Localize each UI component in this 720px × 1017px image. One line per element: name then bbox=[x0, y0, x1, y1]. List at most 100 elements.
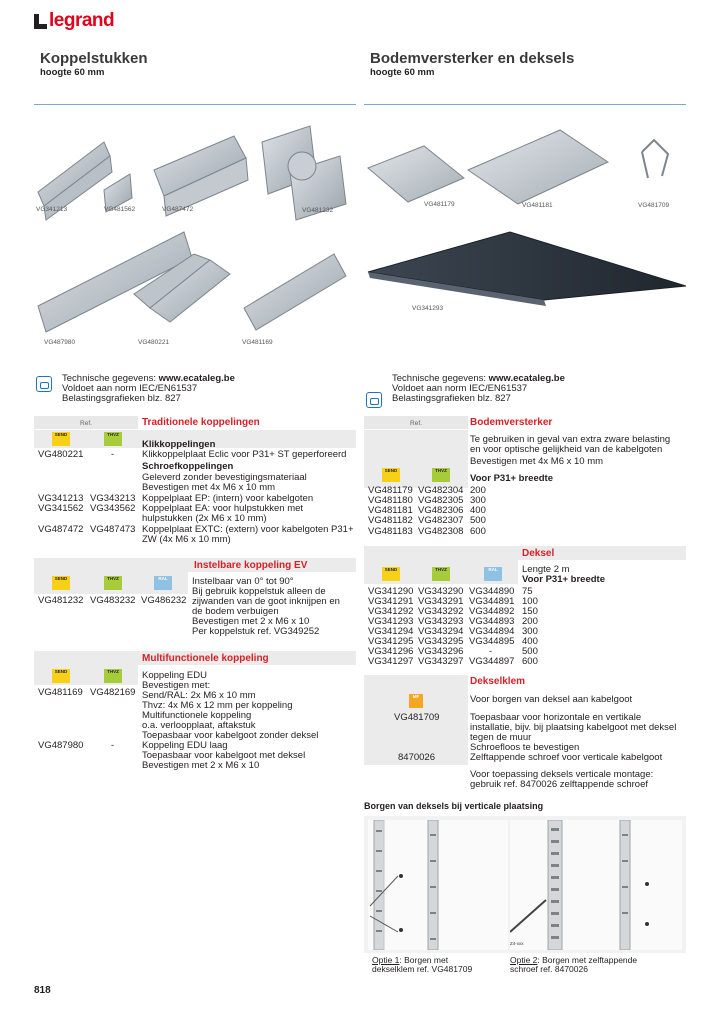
schroef-title: Schroefkoppelingen bbox=[142, 461, 234, 472]
tech-info-left: Technische gegevens: www.ecataleg.be Vol… bbox=[62, 374, 235, 404]
ecataleg-link[interactable]: www.ecataleg.be bbox=[158, 373, 235, 384]
ref-cell: VG344897 bbox=[469, 656, 515, 667]
optie2-caption: Optie 2: Borgen met zelftappende schroef… bbox=[510, 956, 637, 974]
page-number: 818 bbox=[34, 985, 51, 996]
section-bar bbox=[34, 651, 356, 665]
vg487472-image bbox=[153, 135, 249, 217]
caption: VG341293 bbox=[412, 305, 444, 312]
ref-cell: VG481180 bbox=[368, 495, 413, 506]
ev-line: Per koppelstuk ref. VG349252 bbox=[192, 626, 320, 637]
ev-line: Bevestigen met 2 x M6 x 10 bbox=[192, 616, 310, 627]
ref-cell: VG341294 bbox=[368, 626, 414, 637]
multi-line: Send/RAL: 2x M6 x 10 mm bbox=[142, 690, 256, 701]
caption: VG487980 bbox=[44, 339, 76, 346]
ref-cell: VG344892 bbox=[469, 606, 515, 617]
ref-cell: VG343297 bbox=[418, 656, 464, 667]
ref-cell: VG483232 bbox=[90, 595, 136, 606]
ref-cell: VG341296 bbox=[368, 646, 414, 657]
vg480221-image bbox=[133, 253, 231, 323]
ev-line: Bij gebruik koppelstuk alleen de bbox=[192, 586, 326, 597]
section-bar bbox=[364, 546, 686, 560]
width-cell: 300 bbox=[470, 495, 486, 506]
ref-cell: VG487980 bbox=[38, 740, 84, 751]
ral-badge-icon: RAL bbox=[154, 576, 172, 590]
left-subtitle: hoogte 60 mm bbox=[40, 67, 105, 78]
koppelstukken-product-photos bbox=[37, 125, 347, 333]
caption: VG481181 bbox=[522, 202, 553, 209]
width-cell: 500 bbox=[470, 515, 486, 526]
caption: VG481709 bbox=[638, 202, 670, 209]
tech-label: Technische gegevens: bbox=[392, 373, 489, 384]
vg341293-image bbox=[367, 231, 686, 301]
info-book-icon bbox=[36, 376, 52, 392]
ref-cell: VG482306 bbox=[418, 505, 464, 516]
ref-cell: VG344894 bbox=[469, 626, 515, 637]
caption: VG481562 bbox=[104, 206, 136, 213]
vg481562-image bbox=[103, 173, 133, 213]
ref-cell: VG481183 bbox=[368, 526, 413, 537]
ref-cell: VG343562 bbox=[90, 503, 136, 514]
multi-line: Bevestigen met: bbox=[142, 680, 211, 691]
ref-cell: VG343293 bbox=[418, 616, 464, 627]
ref-cell: VG481181 bbox=[368, 505, 413, 516]
ref-cell: VG487472 bbox=[38, 524, 84, 535]
klem-desc: Voor borgen van deksel aan kabelgoot bbox=[470, 694, 633, 705]
ref-cell: VG343292 bbox=[418, 606, 464, 617]
ref-cell: VG343295 bbox=[418, 636, 464, 647]
width-cell: 150 bbox=[522, 606, 538, 617]
ref-cell: VG482307 bbox=[418, 515, 464, 526]
optie1-text: dekselklem ref. VG481709 bbox=[372, 964, 473, 974]
klem-note: gebruik ref. 8470026 zelftappende schroe… bbox=[470, 779, 648, 790]
optie1-label: Optie 1 bbox=[372, 955, 400, 965]
width-cell: 100 bbox=[522, 596, 538, 607]
caption: VG480221 bbox=[138, 339, 170, 346]
ref-cell: VG341290 bbox=[368, 586, 414, 597]
ref-cell: VG343291 bbox=[418, 596, 464, 607]
optie2-label: Optie 2 bbox=[510, 955, 538, 965]
klem-line: Toepasbaar voor horizontale en vertikale bbox=[470, 712, 642, 723]
multi-line: Toepasbaar voor kabelgoot zonder deksel bbox=[142, 730, 319, 741]
ref-cell: 8470026 bbox=[398, 752, 435, 763]
ev-line: de bodem verbuigen bbox=[192, 606, 279, 617]
caption: VG481232 bbox=[302, 207, 334, 214]
caption: VG487472 bbox=[162, 206, 194, 213]
deksel-width-title: Voor P31+ breedte bbox=[522, 574, 605, 585]
ref-label: Ref. bbox=[80, 420, 92, 427]
ref-cell: VG481232 bbox=[38, 595, 84, 606]
thvz-badge-icon: THVZ bbox=[104, 432, 122, 446]
desc-cell: ZW (4x M6 x 10 mm) bbox=[142, 534, 231, 545]
ref-header bbox=[364, 416, 468, 429]
ref-cell: - bbox=[489, 646, 493, 657]
ref-cell: VG343296 bbox=[418, 646, 464, 657]
ref-cell: VG343290 bbox=[418, 586, 464, 597]
multi-line: Thvz: 4x M6 x 12 mm per koppeling bbox=[142, 700, 293, 711]
ref-cell: VG481179 bbox=[368, 485, 413, 496]
desc-cell: Koppelplaat EA: voor hulpstukken met bbox=[142, 503, 304, 514]
left-rule bbox=[34, 104, 356, 105]
schroef-desc: Bevestigen met 4x M6 x 10 mm bbox=[142, 482, 276, 493]
multi-line: Multifunctionele koppeling bbox=[142, 710, 252, 721]
optie1-caption: Optie 1: Borgen met dekselklem ref. VG48… bbox=[372, 956, 472, 974]
width-cell: 200 bbox=[470, 485, 486, 496]
klem-desc: Zelftappende schroef voor verticale kabe… bbox=[470, 752, 663, 763]
caption: VG481169 bbox=[242, 339, 273, 346]
klem-line: Schroefloos te bevestigen bbox=[470, 742, 580, 753]
width-cell: 400 bbox=[522, 636, 538, 647]
bodem-desc: Te gebruiken in geval van extra zware be… bbox=[470, 434, 671, 445]
bodem-desc: Bevestigen met 4x M6 x 10 mm bbox=[470, 456, 604, 467]
ecataleg-link[interactable]: www.ecataleg.be bbox=[488, 373, 565, 384]
vg481179-image bbox=[367, 145, 465, 203]
multi-line: o.a. verloopplaat, aftakstuk bbox=[142, 720, 256, 731]
desc-cell: Koppelplaat EXTC: (extern) voor kabelgot… bbox=[142, 524, 354, 535]
desc-cell: Koppelplaat EP: (intern) voor kabelgoten bbox=[142, 493, 314, 504]
ref-cell: VG344891 bbox=[469, 596, 515, 607]
width-cell: 400 bbox=[470, 505, 486, 516]
ref-cell: - bbox=[111, 449, 115, 460]
borgen-title: Borgen van deksels bij verticale plaatsi… bbox=[364, 801, 544, 811]
brand-name: legrand bbox=[49, 10, 115, 32]
width-cell: 600 bbox=[470, 526, 486, 537]
ref-cell: VG481709 bbox=[394, 712, 440, 723]
klik-desc: Klikkoppelplaat Eclic voor P31+ ST geper… bbox=[142, 449, 347, 460]
bodem-desc: en voor optische gelijkheid van de kabel… bbox=[470, 444, 663, 455]
info-book-icon bbox=[366, 392, 382, 408]
